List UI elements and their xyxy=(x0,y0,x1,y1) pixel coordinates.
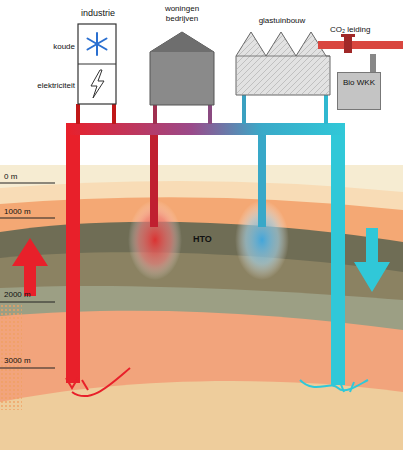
reservoir-flow xyxy=(66,368,368,396)
greenhouse-node: glastuinbouw xyxy=(228,4,336,96)
houses-node: woningen bedrijven xyxy=(140,2,224,106)
greenhouse xyxy=(236,32,330,95)
chp-box: Bio WKK xyxy=(337,72,381,110)
depth-ticks xyxy=(0,183,55,368)
depth-label: 0 m xyxy=(4,172,17,182)
node-label: elektriciteit xyxy=(20,81,75,91)
node-title: woningen bedrijven xyxy=(152,4,212,23)
depth-label: 1000 m xyxy=(4,207,31,217)
node-title: Bio WKK xyxy=(338,78,380,88)
store-label: HTO xyxy=(193,234,212,245)
houses-building xyxy=(150,32,214,105)
node-label: koude xyxy=(20,42,75,52)
industry-building xyxy=(78,24,116,104)
upflow-arrow xyxy=(12,238,48,296)
pipe-label: CO₂ leiding xyxy=(330,25,370,35)
co2-pipe xyxy=(318,34,403,74)
depth-label: 2000 m xyxy=(4,290,31,300)
industry-node: industrie koude elektriciteit xyxy=(20,4,120,106)
node-title: industrie xyxy=(76,8,120,19)
node-title: glastuinbouw xyxy=(228,16,336,26)
depth-label: 3000 m xyxy=(4,356,31,366)
pipes xyxy=(66,95,345,385)
downflow-arrow xyxy=(354,228,390,292)
